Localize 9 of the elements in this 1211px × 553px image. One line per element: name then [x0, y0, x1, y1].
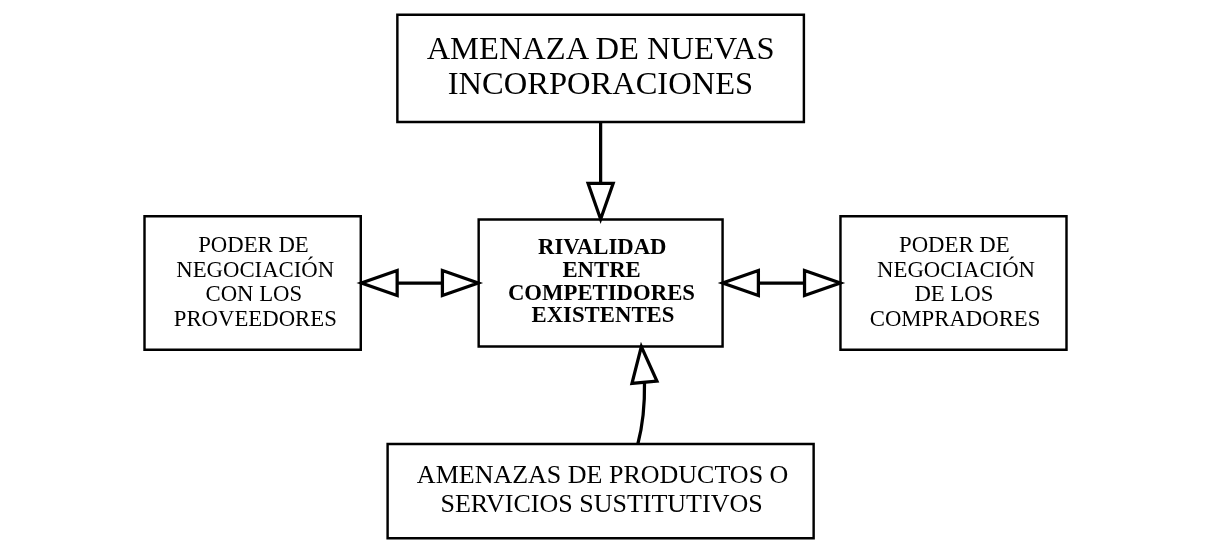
node-box: RIVALIDAD ENTRE COMPETIDORES EXISTENTES: [477, 218, 724, 348]
arrow: [717, 268, 846, 298]
node-box: AMENAZAS DE PRODUCTOS O SERVICIOS SUSTITUTIVOS: [386, 442, 815, 540]
node-box: PODER DE NEGOCIACIÓN CON LOS PROVEEDORES: [143, 215, 362, 351]
node-box: PODER DE NEGOCIACIÓN DE LOS COMPRADORES: [839, 215, 1068, 351]
arrow: [629, 341, 660, 445]
arrow: [585, 122, 616, 225]
arrow: [356, 268, 484, 298]
node-box: AMENAZA DE NUEVAS INCORPORACIONES: [396, 13, 806, 124]
